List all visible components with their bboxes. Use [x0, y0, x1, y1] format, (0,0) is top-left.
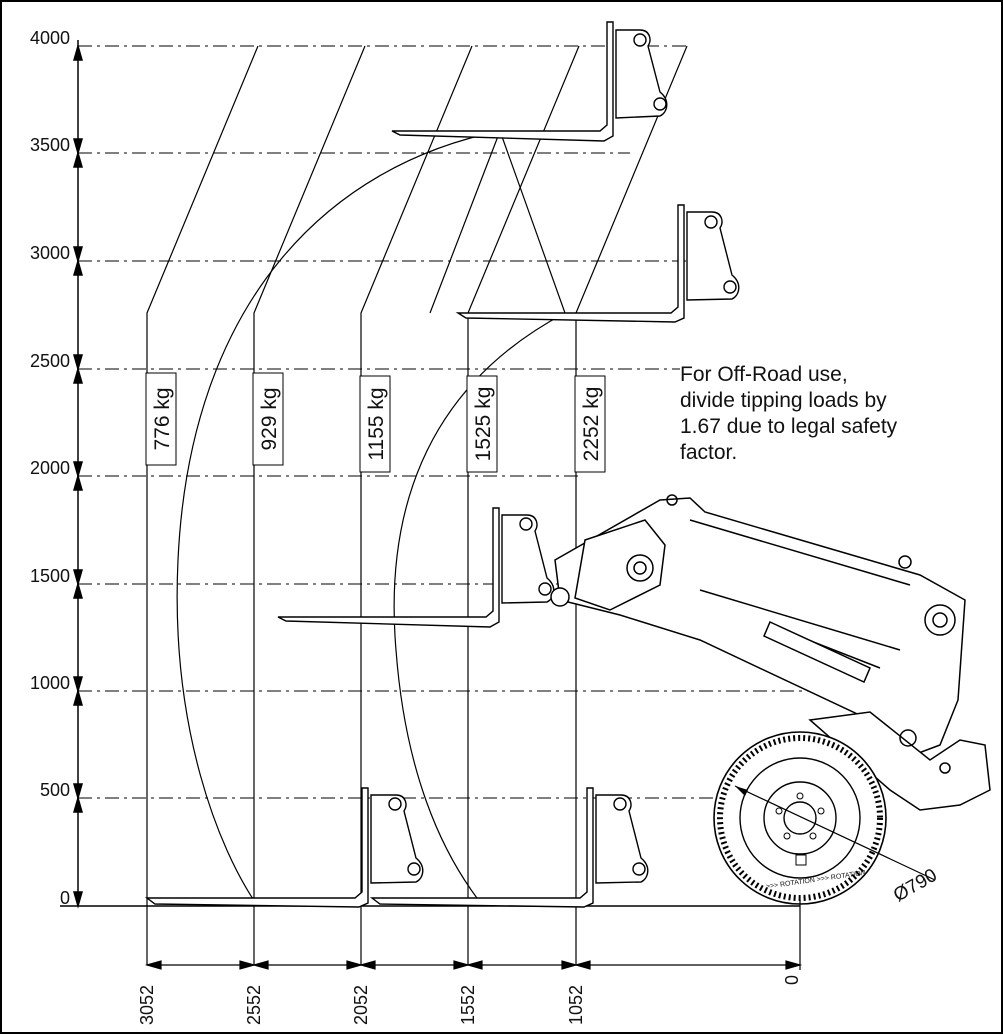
fork-ground-right	[369, 787, 649, 908]
y-tick-1000: 1000	[30, 673, 70, 693]
reach-arcs	[176, 130, 566, 903]
fork-top	[391, 21, 668, 142]
fork-ground-left	[144, 787, 424, 908]
x-tick-0: 0	[782, 975, 802, 985]
front-wheel: >>> ROTATION >>> ROTATION Ø790	[713, 731, 941, 906]
note-line-1: For Off-Road use,	[680, 363, 848, 386]
y-tick-labels: 4000 3500 3000 2500 2000 1500 1000 500 0	[30, 28, 70, 908]
y-tick-3000: 3000	[30, 243, 70, 263]
load-label-1525: 1525 kg	[472, 387, 495, 462]
y-tick-3500: 3500	[30, 135, 70, 155]
x-tick-2052: 2052	[351, 985, 371, 1025]
y-tick-2000: 2000	[30, 458, 70, 478]
x-tick-2552: 2552	[244, 985, 264, 1025]
y-tick-1500: 1500	[30, 566, 70, 586]
fork-carriages	[144, 21, 740, 908]
load-label-929: 929 kg	[258, 387, 281, 450]
fork-middle	[455, 204, 740, 323]
x-tick-1552: 1552	[458, 985, 478, 1025]
y-tick-500: 500	[40, 780, 70, 800]
telehandler-boom	[550, 494, 991, 811]
x-axis-dimension	[144, 900, 803, 970]
y-tick-0: 0	[60, 888, 70, 908]
fork-boom	[277, 507, 555, 628]
load-label-776: 776 kg	[151, 387, 174, 450]
y-tick-4000: 4000	[30, 28, 70, 48]
load-label-2252: 2252 kg	[580, 387, 603, 462]
y-tick-2500: 2500	[30, 351, 70, 371]
load-labels: 776 kg 929 kg 1155 kg 1525 kg 2252 kg	[145, 372, 606, 473]
y-axis	[60, 40, 800, 909]
x-tick-3052: 3052	[137, 985, 157, 1025]
x-tick-1052: 1052	[566, 985, 586, 1025]
note-line-4: factor.	[680, 441, 738, 464]
note-line-3: 1.67 due to legal safety	[680, 415, 898, 438]
x-tick-labels: 3052 2552 2052 1552 1052 0	[137, 975, 802, 1025]
load-label-1155: 1155 kg	[365, 387, 388, 460]
note-line-2: divide tipping loads by	[680, 389, 887, 412]
off-road-note: For Off-Road use, divide tipping loads b…	[680, 362, 980, 466]
